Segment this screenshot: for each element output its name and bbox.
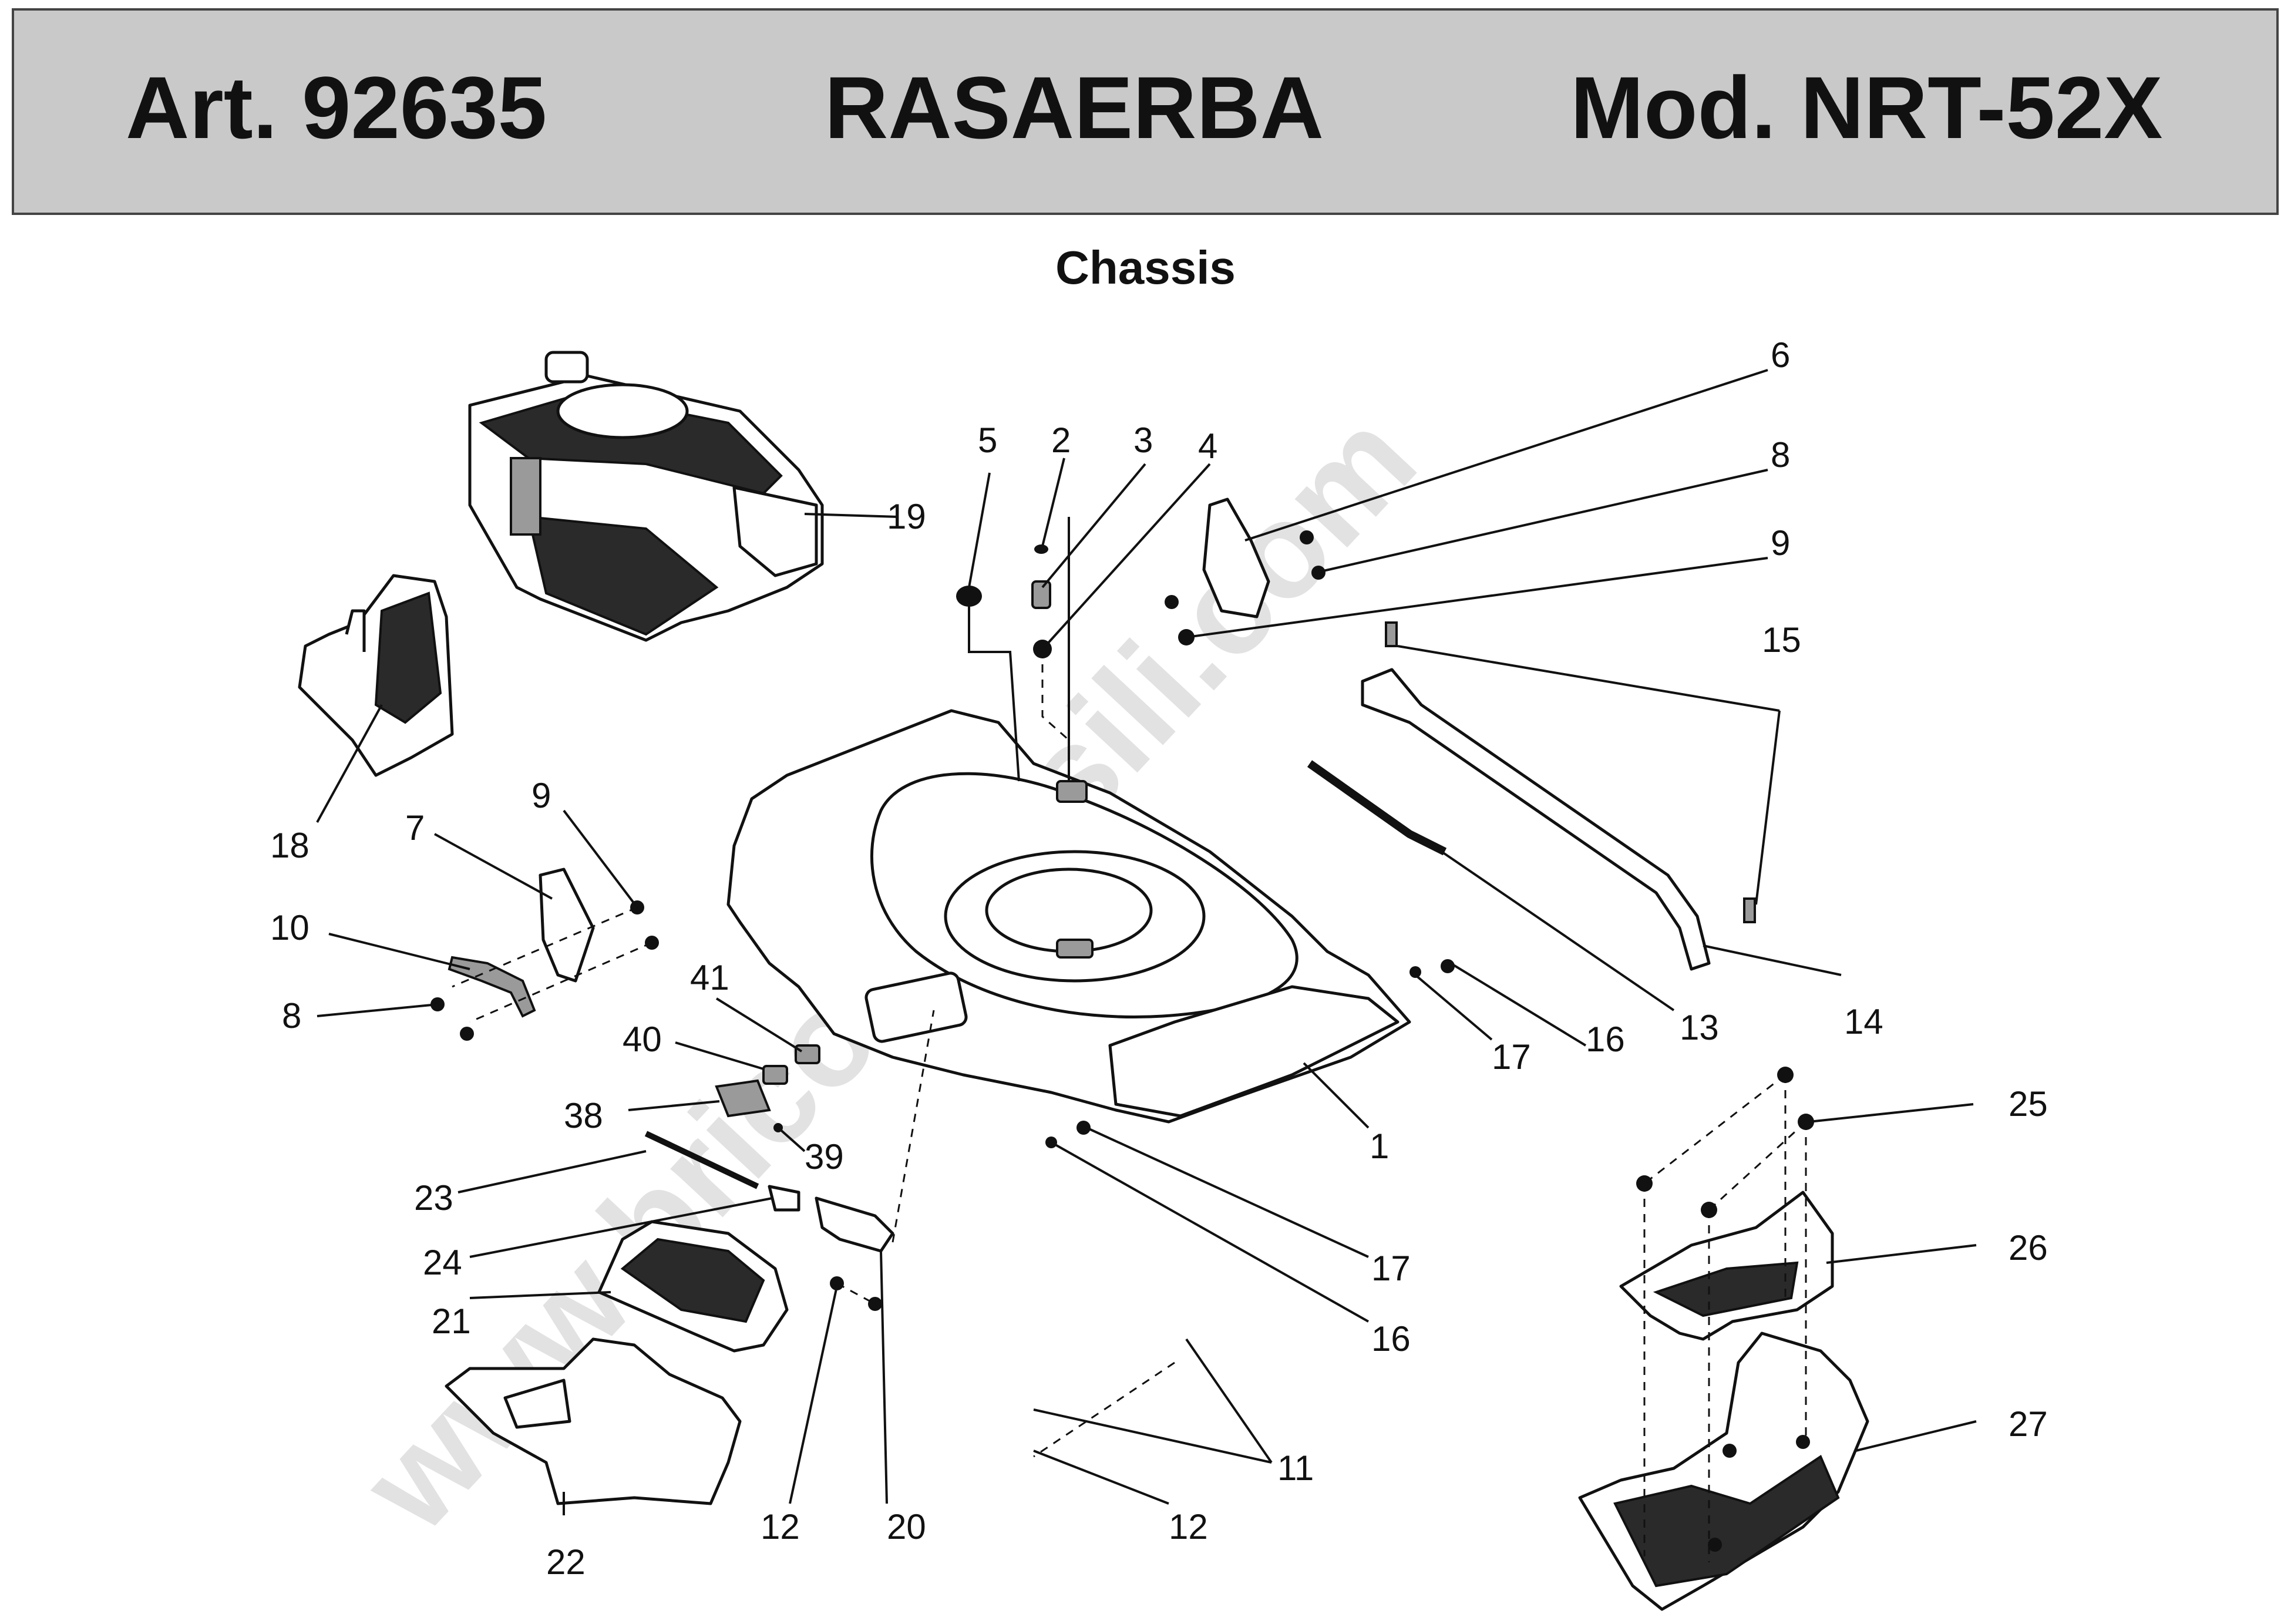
callout-26: 26: [2009, 1228, 2048, 1267]
callout-8-lower: 8: [282, 996, 301, 1035]
callout-3: 3: [1133, 421, 1153, 460]
callout-23: 23: [414, 1178, 453, 1218]
callout-9-lower: 9: [531, 776, 551, 815]
callout-27: 27: [2009, 1404, 2048, 1444]
rear-flap-drawing: [1578, 1067, 1869, 1611]
callout-10: 10: [270, 908, 309, 947]
callout-11: 11: [1277, 1448, 1314, 1488]
callout-7: 7: [405, 808, 425, 848]
callout-12-right: 12: [1169, 1507, 1208, 1546]
mower-deck-drawing: [726, 709, 1411, 1124]
side-deflector-drawing: [298, 574, 454, 777]
callout-6: 6: [1771, 335, 1790, 375]
hardware-drawing: [430, 497, 1455, 1311]
engine-drawing: [468, 351, 824, 642]
product-name: RASAERBA: [825, 58, 1324, 157]
section-title: Chassis: [1055, 241, 1236, 294]
callout-1: 1: [1370, 1127, 1389, 1166]
callout-15: 15: [1762, 620, 1801, 660]
assembly-lines: [452, 649, 1807, 1562]
article-number: Art. 92635: [126, 58, 547, 157]
callout-18: 18: [270, 826, 309, 865]
callout-17-upper: 17: [1492, 1037, 1531, 1077]
callout-14: 14: [1844, 1002, 1883, 1041]
callout-5: 5: [978, 421, 997, 460]
callout-19: 19: [887, 497, 926, 536]
callout-9-upper: 9: [1771, 523, 1790, 563]
callout-4: 4: [1198, 426, 1217, 466]
spring-and-rod-drawing: [1307, 621, 1756, 971]
callout-41: 41: [690, 958, 729, 997]
callout-12-left: 12: [761, 1507, 800, 1546]
callout-17-lower: 17: [1371, 1249, 1411, 1288]
callout-22: 22: [546, 1542, 586, 1582]
callout-16-upper: 16: [1586, 1020, 1625, 1059]
callout-20: 20: [887, 1507, 926, 1546]
leader-lines: [316, 369, 1977, 1515]
model-code: Mod. NRT-52X: [1570, 58, 2163, 157]
callout-16-lower: 16: [1371, 1319, 1411, 1359]
grass-catcher-drawing: [445, 1220, 789, 1505]
callout-24: 24: [423, 1243, 462, 1282]
title-banner: Art. 92635 RASAERBA Mod. NRT-52X: [12, 8, 2279, 215]
callout-40: 40: [623, 1020, 662, 1059]
callout-39: 39: [805, 1137, 844, 1176]
callout-labels: 1 2 3 4 5 6 7 8 8 9 9 10 11 12 12 20 13 …: [270, 335, 2048, 1582]
callout-8-upper: 8: [1771, 435, 1790, 475]
callout-13: 13: [1680, 1008, 1719, 1047]
callout-25: 25: [2009, 1084, 2048, 1124]
callout-38: 38: [564, 1096, 603, 1135]
callout-2: 2: [1051, 421, 1071, 460]
callout-21: 21: [432, 1302, 471, 1341]
